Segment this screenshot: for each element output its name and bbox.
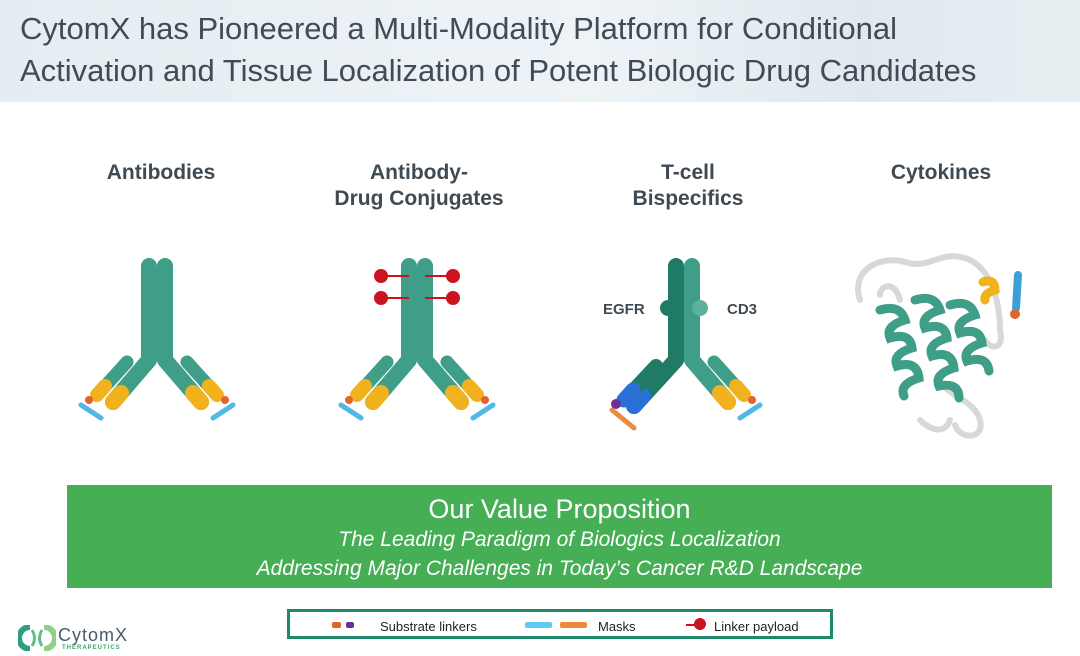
modality-line: Cytokines	[890, 161, 992, 184]
logo-mark-icon	[16, 624, 58, 652]
modality-line: Bispecifics	[632, 187, 744, 210]
modality-line: Drug Conjugates	[334, 187, 504, 210]
title-line-2: Activation and Tissue Localization of Po…	[20, 53, 977, 88]
cytokine-icon	[855, 253, 1022, 439]
modality-illustrations	[0, 253, 1022, 439]
slide-title: CytomX has Pioneered a Multi-Modality Pl…	[20, 8, 976, 92]
title-line-1: CytomX has Pioneered a Multi-Modality Pl…	[20, 11, 897, 46]
modality-line: Antibodies	[106, 161, 216, 184]
egfr-label: EGFR	[603, 301, 645, 318]
value-line-1: The Leading Paradigm of Biologics Locali…	[338, 528, 781, 551]
logo-name: CytomX	[58, 625, 129, 645]
antibody-icon	[81, 266, 233, 418]
modality-line: Antibody-	[370, 161, 468, 184]
substrate-purple-icon	[346, 622, 354, 628]
mask-orange-icon	[560, 622, 587, 628]
modality-antibodies: Antibodies	[41, 160, 281, 186]
legend-masks: Masks	[598, 619, 636, 634]
modality-adc: Antibody- Drug Conjugates	[299, 160, 539, 212]
payload-line-icon	[686, 624, 698, 626]
adc-icon	[341, 266, 493, 418]
legend-payload: Linker payload	[714, 619, 799, 634]
header-band	[0, 0, 1080, 102]
modality-line: T-cell	[661, 161, 715, 184]
bispecific-icon	[609, 258, 760, 431]
legend: Substrate linkers Masks Linker payload	[287, 609, 833, 639]
mask-blue-icon	[525, 622, 552, 628]
value-heading: Our Value Proposition	[428, 494, 691, 524]
value-line-2: Addressing Major Challenges in Today’s C…	[256, 557, 863, 580]
logo-sub: THERAPEUTICS	[62, 645, 121, 651]
payload-dot-icon	[694, 618, 706, 630]
substrate-orange-icon	[332, 622, 341, 628]
cytomx-logo: CytomX THERAPEUTICS	[16, 624, 127, 656]
modality-cytokines: Cytokines	[821, 160, 1061, 186]
legend-substrate: Substrate linkers	[380, 619, 477, 634]
cd3-label: CD3	[727, 301, 758, 318]
value-proposition-banner: Our Value Proposition The Leading Paradi…	[67, 485, 1052, 588]
